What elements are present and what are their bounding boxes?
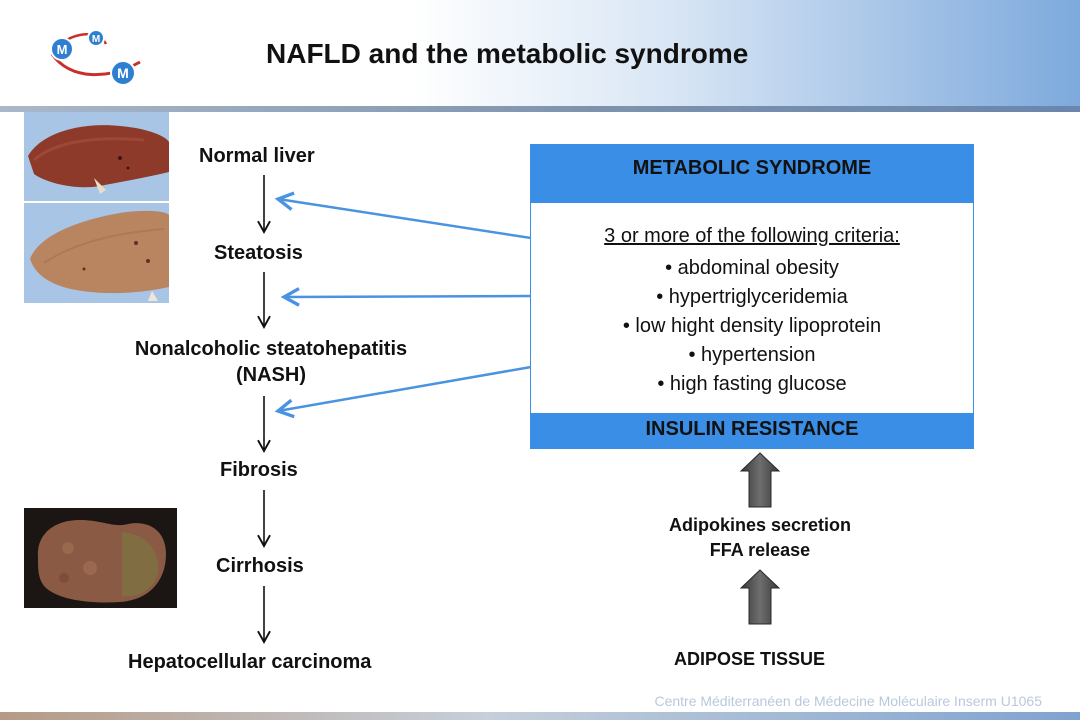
criteria-item: • abdominal obesity (665, 257, 839, 279)
metabolic-syndrome-header: METABOLIC SYNDROME (531, 145, 973, 203)
block-arrow-up (739, 569, 781, 625)
logo-node (50, 37, 74, 61)
logo-node (87, 29, 105, 47)
bottom-rule (0, 712, 1080, 720)
cirrhosis-liver-photo (24, 508, 177, 608)
header-rule (0, 106, 1080, 112)
criteria-item: • hypertriglyceridemia (656, 286, 848, 308)
criteria-item: • high fasting glucose (657, 373, 847, 395)
stage-steatosis: Steatosis (214, 242, 303, 264)
criteria-list: • abdominal obesity • hypertriglyceridem… (533, 254, 971, 399)
insulin-resistance-band: INSULIN RESISTANCE (531, 413, 973, 448)
footer-credit: Centre Méditerranéen de Médecine Molécul… (654, 693, 1042, 709)
influence-arrow (284, 296, 532, 297)
metabolic-syndrome-box: METABOLIC SYNDROME 3 or more of the foll… (530, 144, 974, 449)
insulin-resistance-label: INSULIN RESISTANCE (645, 418, 859, 440)
criteria-panel: 3 or more of the following criteria: • a… (533, 203, 971, 413)
logo: M M M (50, 29, 141, 86)
stage-fibrosis: Fibrosis (220, 459, 298, 481)
normal-liver-photo (24, 112, 169, 201)
logo-letter: M (92, 34, 100, 45)
criteria-intro: 3 or more of the following criteria: (604, 225, 900, 247)
adipokines-label: Adipokines secretion FFA release (668, 515, 852, 560)
block-arrow-up (739, 452, 781, 508)
stage-normal-liver: Normal liver (199, 145, 315, 167)
logo-node (110, 60, 136, 86)
logo-letter: M (117, 65, 129, 81)
slide-title: NAFLD and the metabolic syndrome (266, 38, 749, 69)
metabolic-syndrome-title: METABOLIC SYNDROME (632, 157, 872, 179)
logo-letter: M (57, 42, 68, 57)
influence-arrow (278, 365, 532, 411)
stage-cirrhosis: Cirrhosis (216, 555, 304, 577)
adipose-tissue-label: ADIPOSE TISSUE (674, 649, 826, 669)
stage-nash: Nonalcoholic steatohepatitis (NASH) (134, 338, 408, 386)
header-band (0, 0, 1080, 106)
stage-hcc: Hepatocellular carcinoma (128, 651, 372, 673)
steatosis-liver-photo (24, 203, 169, 303)
criteria-item: • hypertension (688, 344, 816, 366)
influence-arrow (278, 199, 532, 240)
criteria-item: • low hight density lipoprotein (622, 315, 882, 337)
